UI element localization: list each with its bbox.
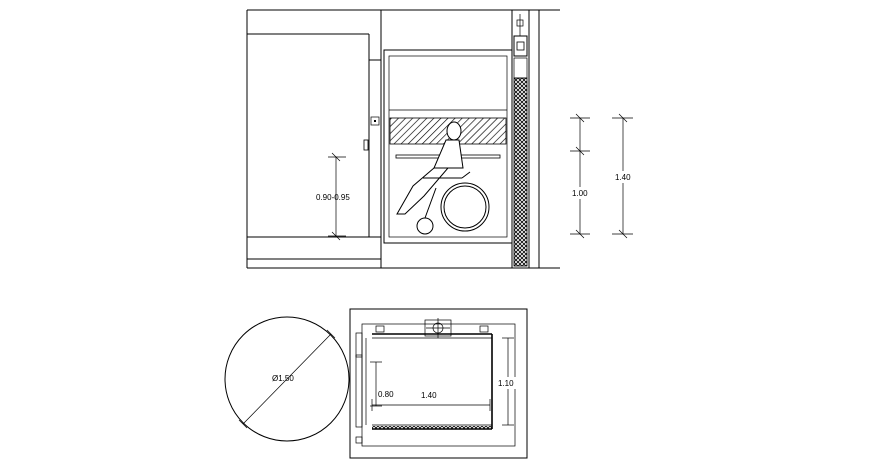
call-button-icon (370, 116, 380, 126)
dim-car-width: 1.40 (371, 391, 491, 411)
handle-icon (363, 139, 369, 151)
dim-door-width: 0.80 (370, 361, 394, 407)
car-width-label: 1.40 (421, 391, 437, 400)
turning-circle: Ø1.50 (224, 316, 350, 442)
turning-circle-label: Ø1.50 (272, 374, 294, 383)
control-column (511, 10, 540, 268)
dim-car-depth: 1.10 (497, 337, 519, 426)
car-depth-label: 1.10 (498, 379, 514, 388)
wheelchair-user-icon (396, 121, 490, 235)
dim-handrail-height: 0.90-0.95 (316, 152, 350, 241)
dim-panel-height: 1.00 (570, 113, 590, 239)
control-panel-icon (513, 35, 528, 57)
plan-view: Ø1.50 (224, 308, 528, 459)
wall-frame (246, 9, 560, 269)
panel-height-label: 1.00 (572, 189, 588, 198)
elevation-view: 0.90-0.95 1.00 1.40 (246, 9, 633, 269)
door-width-label: 0.80 (378, 390, 394, 399)
overall-height-label: 1.40 (615, 173, 631, 182)
dim-overall-height: 1.40 (612, 113, 633, 239)
handrail-height-label: 0.90-0.95 (316, 193, 350, 202)
